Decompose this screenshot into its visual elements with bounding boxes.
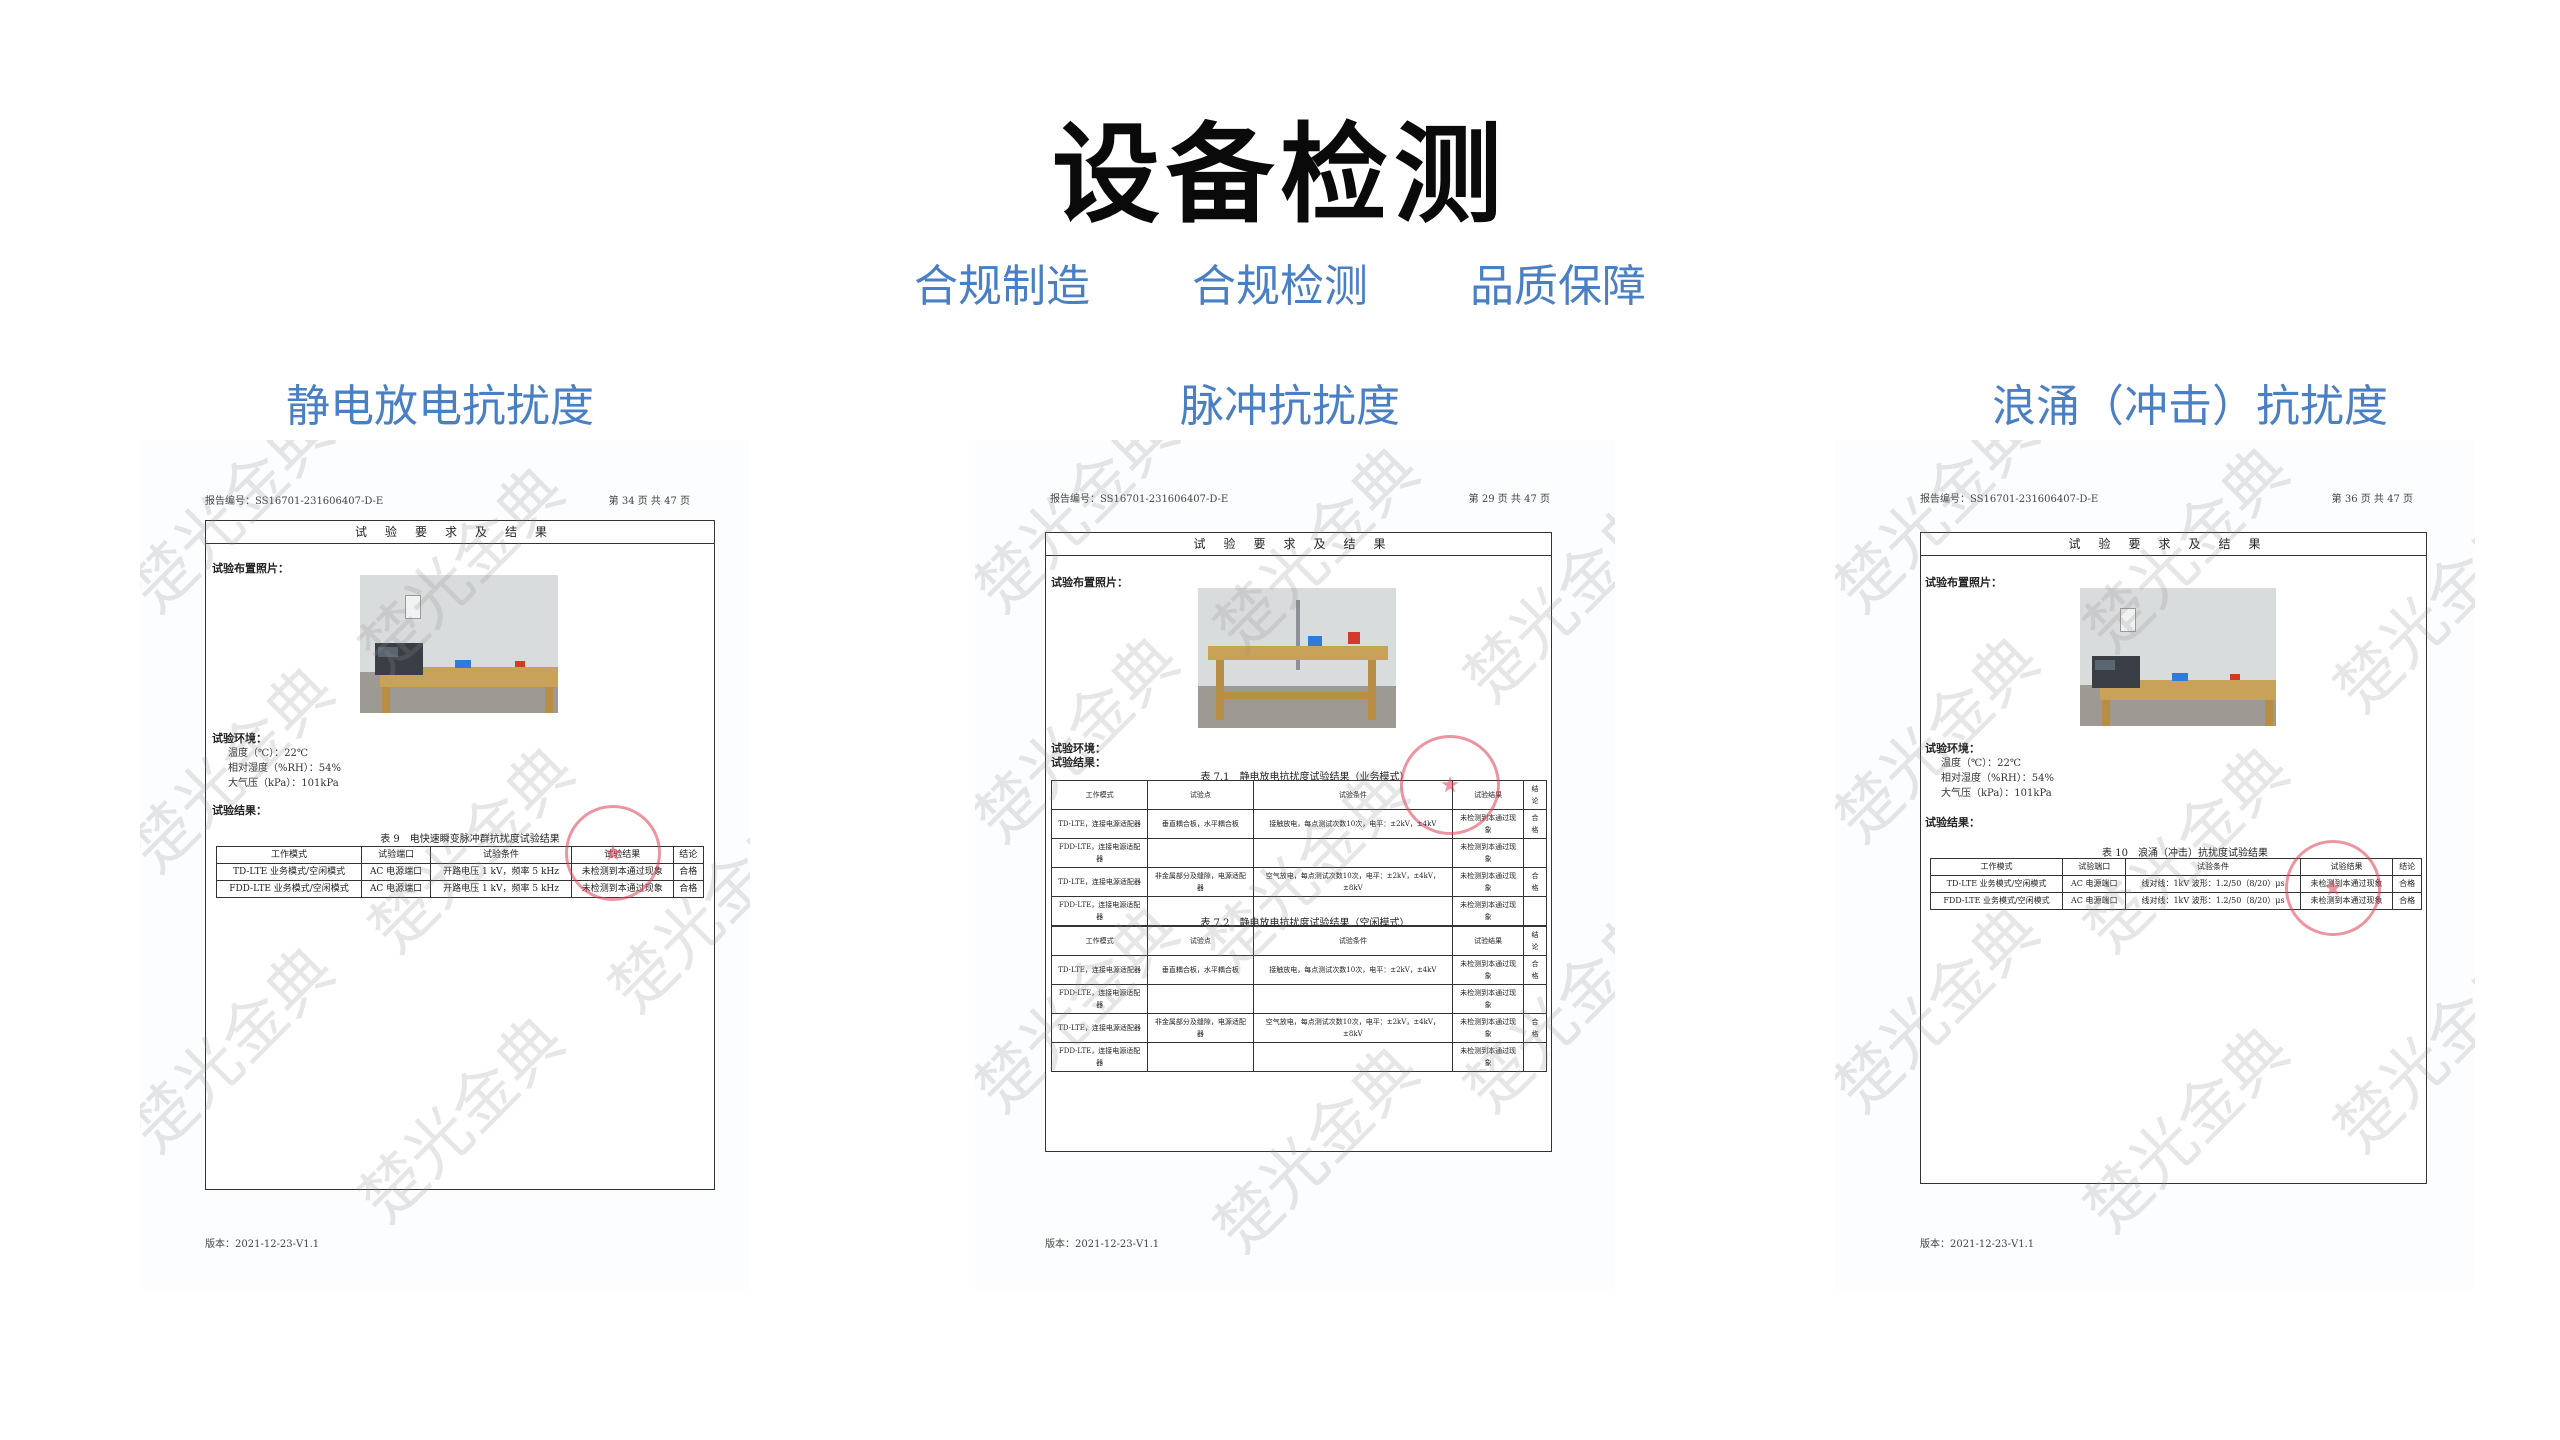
env-lines: 温度（℃）：22℃ 相对湿度（%RH）：54% 大气压（kPa）：101kPa — [228, 748, 341, 789]
version-footer: 版本：2021-12-23-V1.1 — [1920, 1239, 2035, 1250]
table-caption: 表 7.2 静电放电抗扰度试验结果（空闲模式） — [1200, 918, 1410, 929]
frame-title: 试验要求及结果 — [206, 521, 714, 544]
test-setup-photo — [360, 575, 558, 713]
report-number: 报告编号：SS16701-231606407-D-E — [205, 496, 384, 507]
page-info: 第 36 页 共 47 页 — [2331, 494, 2413, 505]
report-document-pulse[interactable]: 报告编号：SS16701-231606407-D-E 第 29 页 共 47 页… — [975, 440, 1615, 1290]
frame-title: 试验要求及结果 — [1921, 533, 2426, 556]
subnav: 合规制造 合规检测 品质保障 — [0, 250, 2560, 314]
inspection-seal — [565, 805, 661, 901]
page-info: 第 34 页 共 47 页 — [608, 496, 690, 507]
layout-label: 试验布置照片： — [212, 562, 289, 575]
result-label: 试验结果： — [212, 804, 267, 817]
result-label: 试验结果： — [1051, 756, 1106, 769]
table-row: FDD-LTE，连接电源适配器未检测到本通过现象 — [1050, 896, 1547, 926]
section-title-pulse: 脉冲抗扰度 — [1180, 381, 1400, 432]
table-row: TD-LTE，连接电源适配器垂直耦合板，水平耦合板接触放电，每点测试次数10次，… — [1050, 955, 1547, 985]
table-row: FDD-LTE，连接电源适配器未检测到本通过现象 — [1050, 838, 1547, 868]
inspection-seal — [1400, 735, 1500, 835]
report-document-esd[interactable]: 报告编号：SS16701-231606407-D-E 第 34 页 共 47 页… — [140, 440, 750, 1290]
env-label: 试验环境： — [1051, 742, 1106, 755]
result-table-idle: 工作模式试验点 试验条件试验结果 结论 TD-LTE，连接电源适配器垂直耦合板，… — [1050, 926, 1547, 1072]
env-label: 试验环境： — [1925, 742, 1980, 755]
table-caption: 表 9 电快速瞬变脉冲群抗扰度试验结果 — [380, 834, 560, 845]
subnav-item-manufacturing[interactable]: 合规制造 — [914, 261, 1090, 312]
frame-title: 试验要求及结果 — [1046, 533, 1551, 556]
test-setup-photo — [1198, 588, 1396, 728]
test-setup-photo — [2080, 588, 2276, 726]
section-title-surge: 浪涌（冲击）抗扰度 — [1992, 381, 2388, 432]
page-info: 第 29 页 共 47 页 — [1468, 494, 1550, 505]
layout-label: 试验布置照片： — [1051, 576, 1128, 589]
env-lines: 温度（℃）：22℃ 相对湿度（%RH）：54% 大气压（kPa）：101kPa — [1941, 758, 2054, 799]
table-row: FDD-LTE，连接电源适配器未检测到本通过现象 — [1050, 984, 1547, 1014]
table-header-row: 工作模式试验点 试验条件试验结果 结论 — [1050, 926, 1547, 956]
table-row: FDD-LTE，连接电源适配器未检测到本通过现象 — [1050, 1042, 1547, 1072]
result-label: 试验结果： — [1925, 816, 1980, 829]
version-footer: 版本：2021-12-23-V1.1 — [205, 1239, 320, 1250]
report-document-surge[interactable]: 报告编号：SS16701-231606407-D-E 第 36 页 共 47 页… — [1835, 440, 2475, 1290]
layout-label: 试验布置照片： — [1925, 576, 2002, 589]
section-title-esd: 静电放电抗扰度 — [286, 381, 594, 432]
table-caption: 表 7.1 静电放电抗扰度试验结果（业务模式） — [1200, 772, 1410, 783]
subnav-item-quality[interactable]: 品质保障 — [1470, 261, 1646, 312]
page-title: 设备检测 — [1051, 112, 1508, 238]
version-footer: 版本：2021-12-23-V1.1 — [1045, 1239, 1160, 1250]
inspection-seal — [2285, 840, 2381, 936]
report-number: 报告编号：SS16701-231606407-D-E — [1050, 494, 1229, 505]
subnav-item-testing[interactable]: 合规检测 — [1192, 261, 1368, 312]
table-row: TD-LTE，连接电源适配器非金属部分及缝隙，电源适配器空气放电，每点测试次数1… — [1050, 867, 1547, 897]
table-caption: 表 10 浪涌（冲击）抗扰度试验结果 — [2102, 848, 2268, 859]
env-label: 试验环境： — [212, 732, 267, 745]
table-row: TD-LTE，连接电源适配器非金属部分及缝隙，电源适配器空气放电，每点测试次数1… — [1050, 1013, 1547, 1043]
report-number: 报告编号：SS16701-231606407-D-E — [1920, 494, 2099, 505]
